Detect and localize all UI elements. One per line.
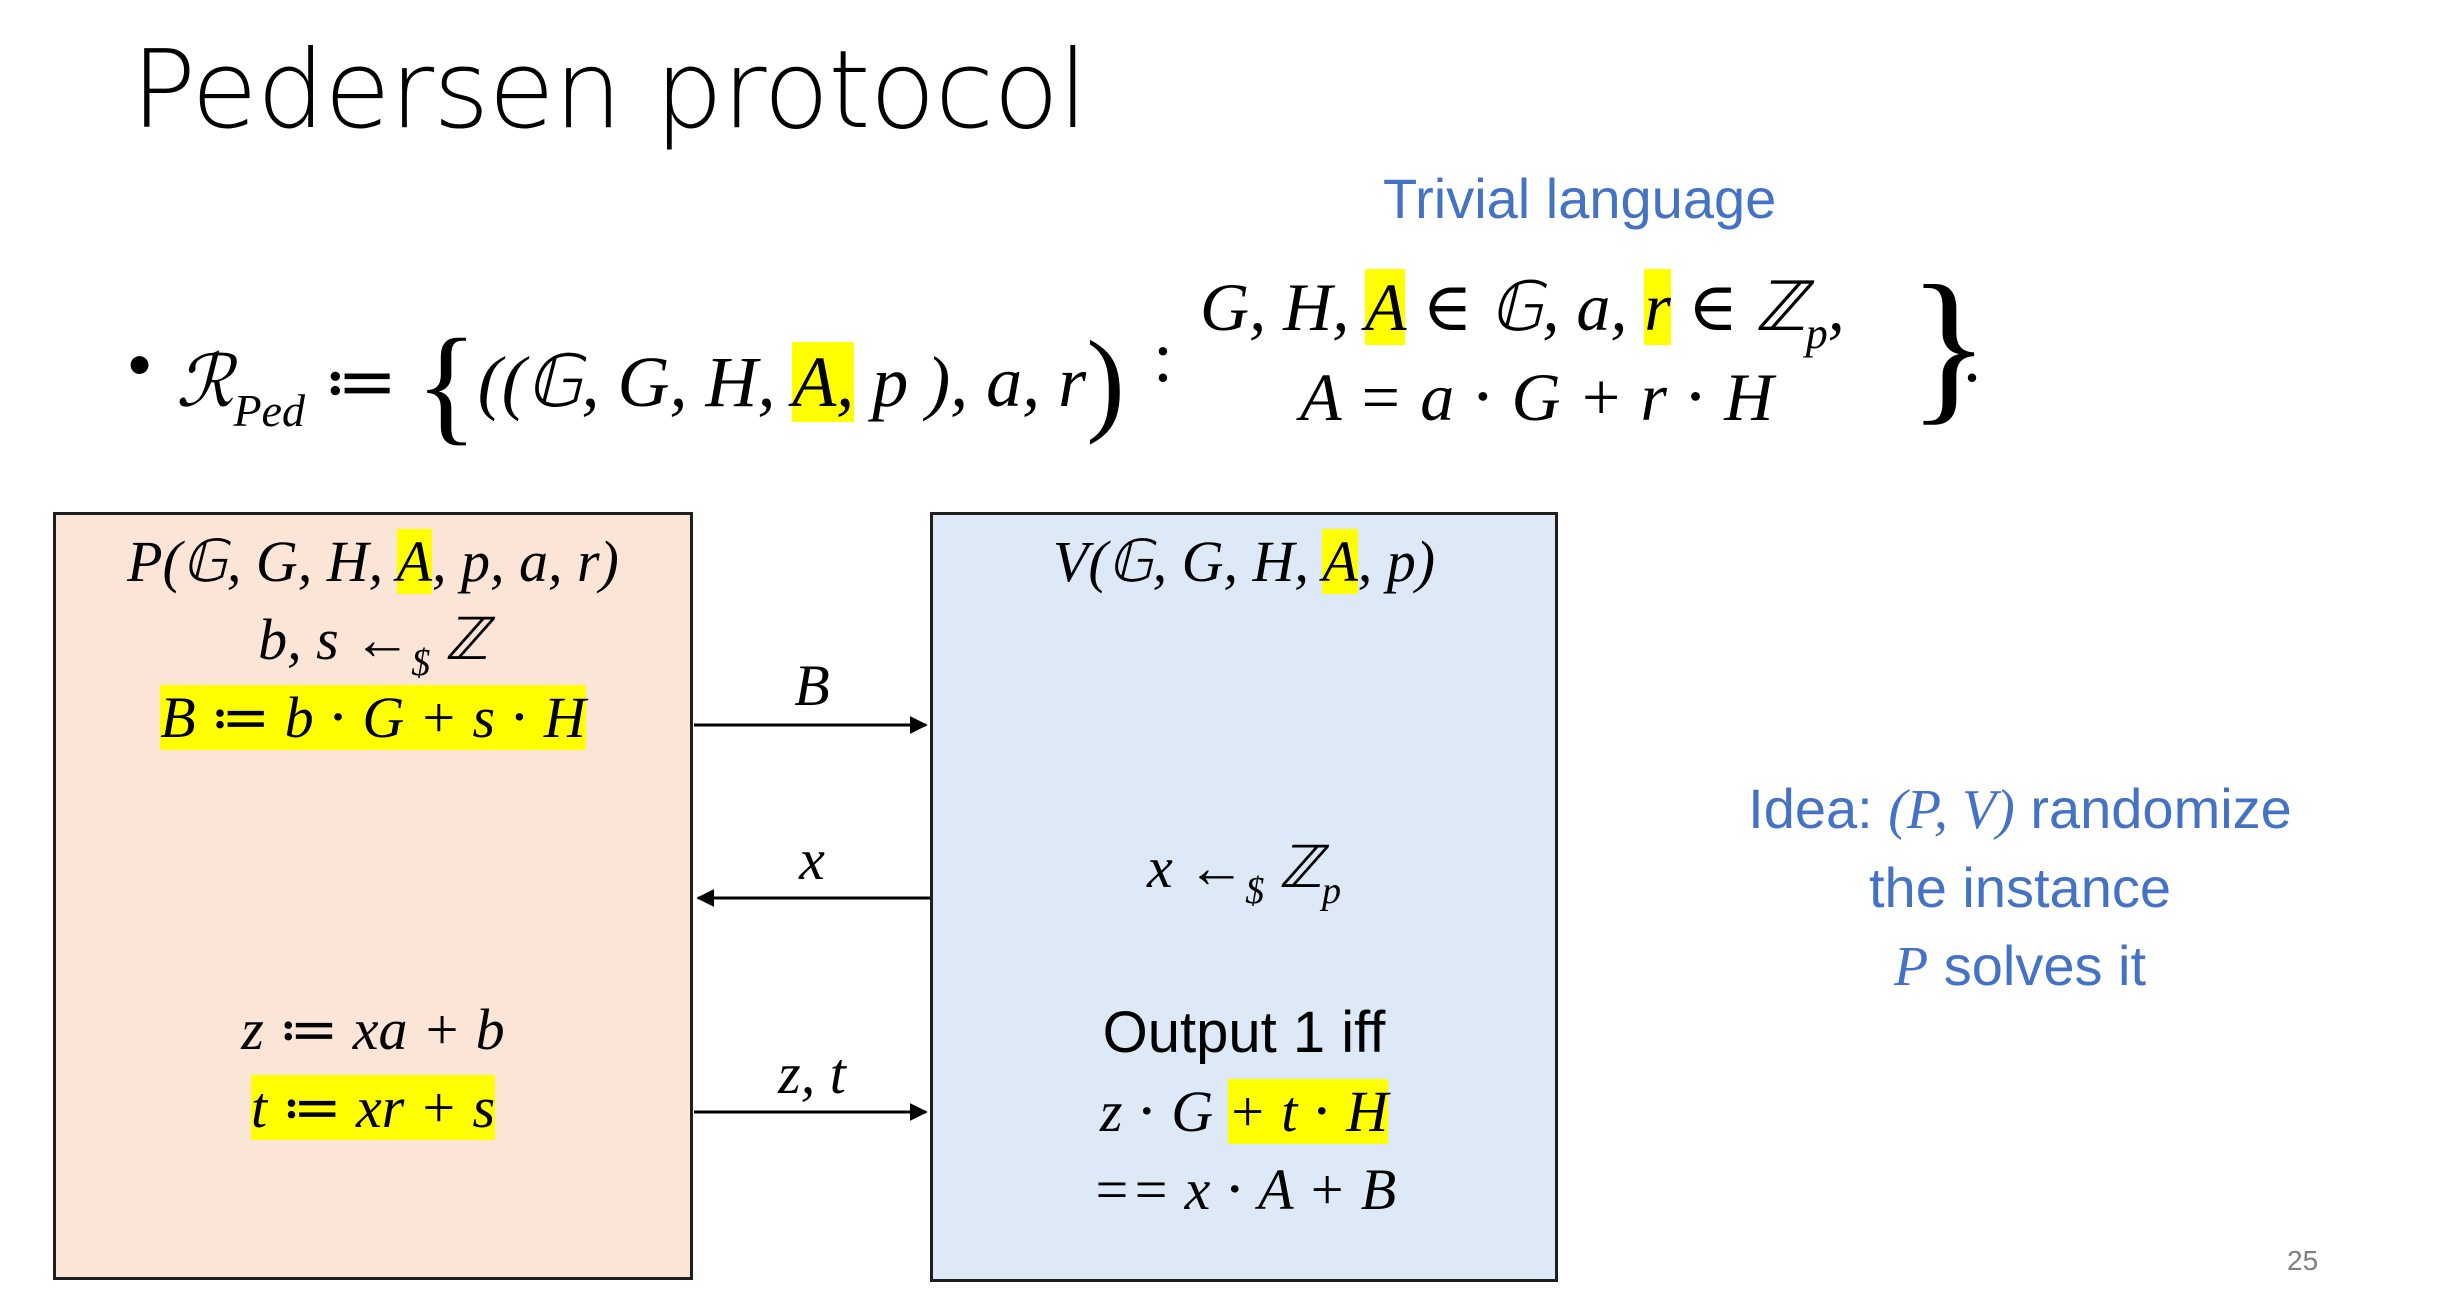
prover-commitment-text: B ≔ b ⋅ G + s ⋅ H (160, 685, 586, 750)
prover-response-t: t ≔ xr + s (56, 1073, 690, 1141)
relation-definition: • ℛPed ≔ {((𝔾, G, H, A, p ), a, r) : G, … (128, 251, 2028, 450)
verifier-challenge-text: x ← (1147, 835, 1246, 900)
relation-condition-1: G, H, A ∈ 𝔾, a, r ∈ ℤp, (1200, 268, 1845, 359)
idea-line-1: Idea: (P, V) randomize (1660, 770, 2380, 849)
cond1-end: , (1827, 269, 1845, 345)
close-brace: } (1908, 251, 1990, 439)
relation-period: . (1963, 317, 1981, 397)
cond1-mid: ∈ 𝔾, a, (1405, 269, 1645, 345)
verifier-sig-A: A (1322, 529, 1358, 594)
verifier-challenge-sub: $ (1245, 870, 1265, 912)
idea-line-2: the instance (1869, 856, 2171, 919)
verifier-challenge: x ←$ ℤp (933, 833, 1555, 913)
idea-prefix: Idea: (1748, 777, 1889, 840)
verifier-check-1-prefix: z ⋅ G (1099, 1079, 1228, 1144)
assign-symbol: ≔ (322, 342, 398, 422)
prover-commitment: B ≔ b ⋅ G + s ⋅ H (56, 683, 690, 751)
prover-sample-set: ℤ (430, 607, 488, 672)
relation-tuple-open: ((𝔾, G, H, (477, 342, 793, 422)
prover-sample-sub: $ (411, 642, 431, 684)
idea-note: Idea: (P, V) randomize the instance P so… (1660, 770, 2380, 1006)
verifier-check-1: z ⋅ G + t ⋅ H (933, 1077, 1555, 1145)
cond1-suffix: ∈ ℤ (1670, 269, 1806, 345)
bullet-icon: • (128, 327, 152, 401)
idea-math-P: P (1893, 936, 1929, 998)
verifier-check-2: == x ⋅ A + B (1091, 1157, 1397, 1222)
relation-symbol: ℛ (176, 342, 234, 422)
idea-solves: solves it (1928, 934, 2147, 997)
prover-response-z: z ≔ xa + b (241, 997, 505, 1062)
idea-randomize: randomize (2014, 777, 2292, 840)
relation-condition-2: A = a ⋅ G + r ⋅ H (1300, 359, 1774, 435)
cond1-A: A (1365, 269, 1406, 345)
verifier-sig-prefix: V(𝔾, G, H, (1052, 529, 1323, 594)
relation-lhs: ℛPed ≔ {((𝔾, G, H, A, p ), a, r) (176, 316, 1125, 450)
relation-tuple-A: A, (792, 342, 855, 422)
verifier-box: V(𝔾, G, H, A, p) x ←$ ℤp Output 1 iff z … (930, 512, 1558, 1282)
verifier-output-label: Output 1 iff (1102, 1000, 1386, 1065)
prover-sig-suffix: , p, a, r) (431, 529, 619, 594)
message-B: B (794, 653, 830, 718)
cond1-prefix: G, H, (1200, 269, 1365, 345)
relation-subscript: Ped (233, 385, 305, 436)
verifier-challenge-set: ℤ (1264, 835, 1322, 900)
prover-box: P(𝔾, G, H, A, p, a, r) b, s ←$ ℤ B ≔ b ⋅… (53, 512, 693, 1280)
prover-sample: b, s ←$ ℤ (56, 605, 690, 685)
relation-tuple-close: p ), a, r (854, 342, 1087, 422)
relation-colon: : (1153, 317, 1174, 397)
message-zt: z, t (778, 1041, 846, 1106)
close-paren: ) (1086, 318, 1125, 446)
prover-sig-prefix: P(𝔾, G, H, (127, 529, 397, 594)
page-number: 25 (2287, 1245, 2319, 1276)
prover-sig-A: A (396, 529, 432, 594)
slide-title: Pedersen protocol (131, 28, 1088, 153)
prover-signature: P(𝔾, G, H, A, p, a, r) (56, 527, 690, 595)
trivial-language-label: Trivial language (1383, 167, 1777, 230)
verifier-check-1-hl: + t ⋅ H (1227, 1079, 1389, 1144)
prover-response-t-text: t ≔ xr + s (250, 1075, 496, 1140)
verifier-challenge-set-sub: p (1321, 870, 1341, 912)
prover-sample-text: b, s ← (258, 607, 412, 672)
verifier-signature: V(𝔾, G, H, A, p) (933, 527, 1555, 595)
verifier-sig-suffix: , p) (1357, 529, 1436, 594)
idea-math-PV: (P, V) (1888, 779, 2015, 841)
message-x: x (799, 827, 825, 892)
cond1-r: r (1644, 269, 1671, 345)
open-brace: { (415, 313, 478, 457)
idea-line-3: P solves it (1660, 927, 2380, 1006)
cond1-sub: p (1805, 309, 1828, 358)
